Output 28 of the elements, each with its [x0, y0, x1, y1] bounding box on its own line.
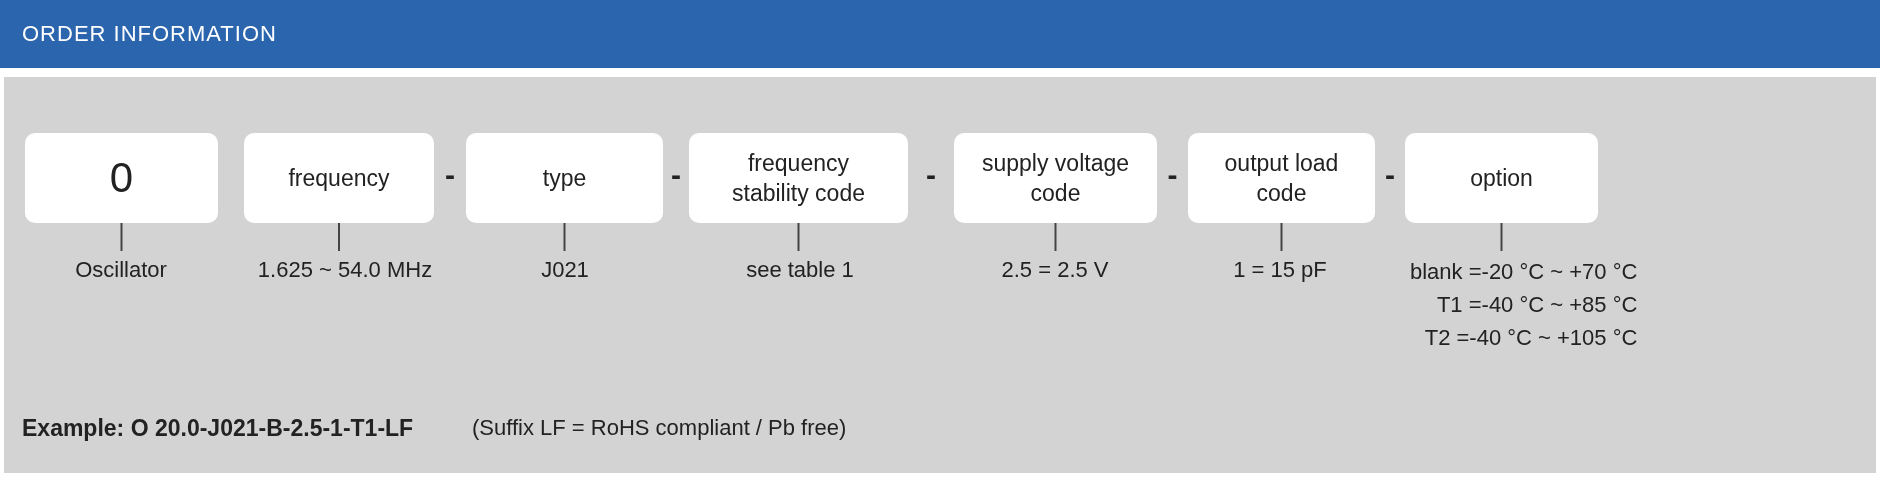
example-code: Example: O 20.0-J021-B-2.5-1-T1-LF — [22, 414, 414, 443]
hyphen-separator: - — [926, 160, 936, 190]
hyphen-separator: - — [671, 160, 681, 190]
field-box: supply voltage code — [954, 133, 1157, 223]
hyphen-separator: - — [445, 160, 455, 190]
leader-line — [1054, 222, 1057, 252]
field-box: output load code — [1188, 133, 1375, 223]
value-text: 1 = 15 pF — [1180, 255, 1380, 285]
note-text: (Suffix LF = RoHS compliant / Pb free) — [472, 414, 847, 442]
field-box: frequency stability code — [689, 133, 908, 223]
hyphen-separator: - — [1385, 160, 1395, 190]
leader-line — [1500, 222, 1503, 252]
leader-line — [338, 222, 340, 252]
option-text: T2 =-40 °C ~ +105 °C — [1423, 324, 1638, 352]
leader-line — [120, 222, 123, 252]
option-text: T1 =-40 °C ~ +85 °C — [1435, 291, 1638, 319]
leader-line — [563, 222, 566, 252]
leader-line — [1280, 222, 1283, 252]
field-box: option — [1405, 133, 1598, 223]
field-box: 0 — [25, 133, 218, 223]
title: ORDER INFORMATION — [22, 22, 277, 46]
field-box: frequency — [244, 133, 434, 223]
leader-line — [797, 222, 800, 252]
value-text: see table 1 — [700, 255, 900, 285]
field-box: type — [466, 133, 663, 223]
option-text: blank =-20 °C ~ +70 °C — [1410, 258, 1638, 286]
hyphen-separator: - — [1167, 160, 1178, 190]
value-text: 2.5 = 2.5 V — [955, 255, 1155, 285]
